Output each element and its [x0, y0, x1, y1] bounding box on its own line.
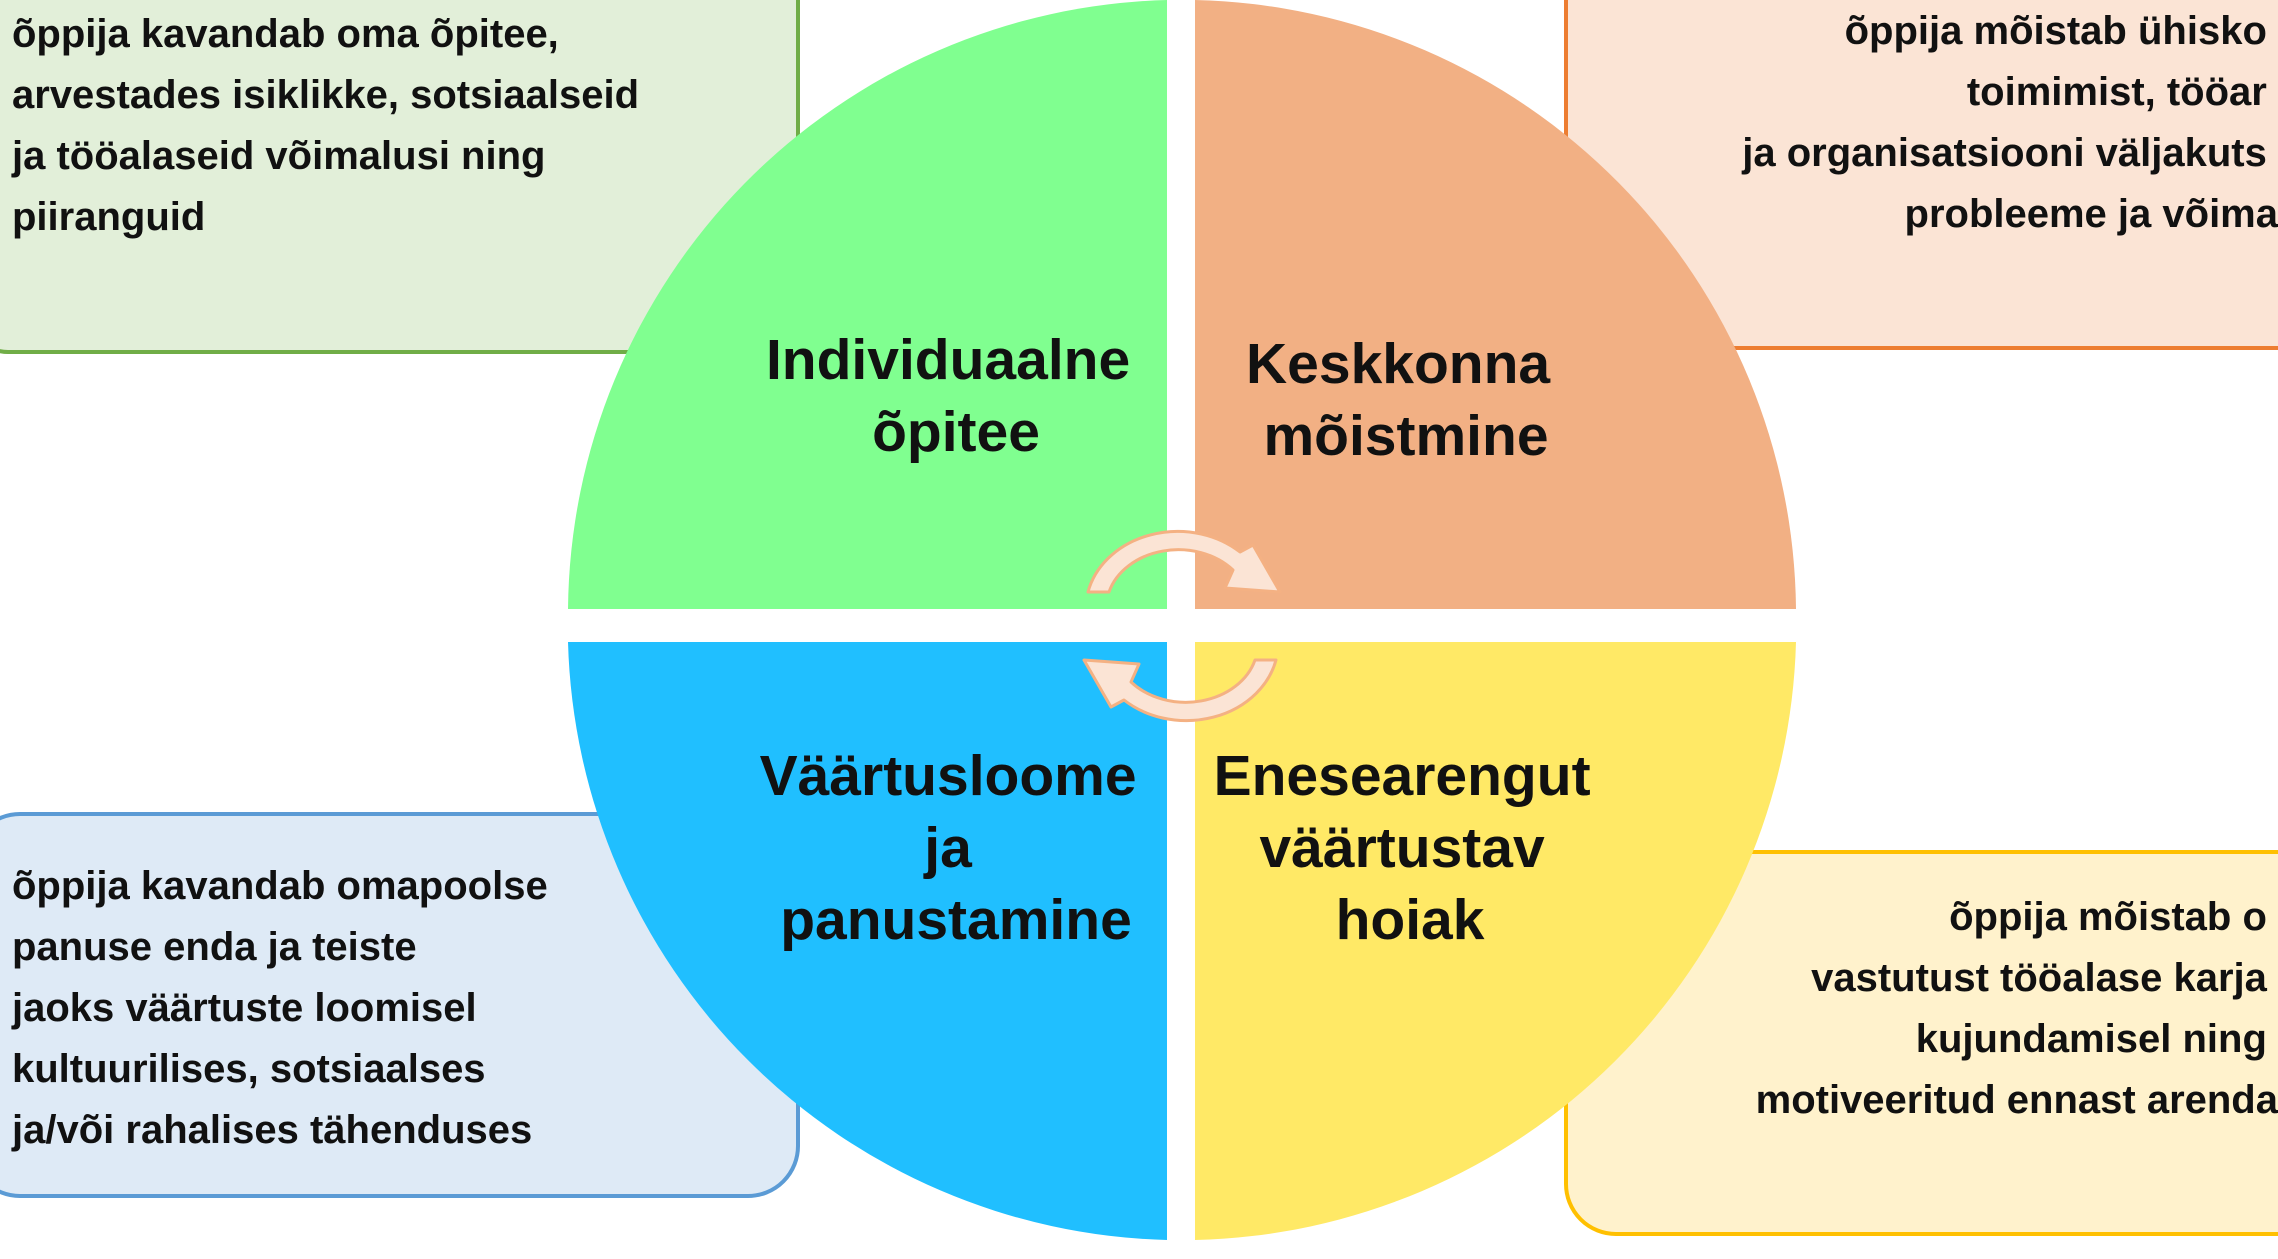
box-top-left-line: ja tööalaseid võimalusi ning: [11, 134, 545, 178]
quadrant-label-line: hoiak: [1336, 888, 1485, 952]
box-bottom-left-text: õppija kavandab omapoolse panuse enda ja…: [11, 864, 559, 1152]
box-bottom-right-line: kujundamisel ning: [1916, 1017, 2267, 1061]
box-bottom-right-line: vastutust tööalase karja: [1811, 956, 2267, 1000]
quadrant-label-line: Individuaalne: [766, 328, 1130, 392]
box-top-left-line: arvestades isiklikke, sotsiaalseid: [12, 73, 639, 117]
box-top-left-line: õppija kavandab oma õpitee,: [12, 12, 559, 56]
box-bottom-right: õppija mõistab o vastutust tööalase karj…: [1564, 850, 2278, 1236]
box-bottom-left-line: ja/või rahalises tähenduses: [11, 1108, 532, 1152]
quadrant-label-line: mõistmine: [1263, 404, 1548, 468]
cycle-arrows: [1082, 529, 1282, 723]
box-top-right: õppija mõistab ühisko toimimist, tööar j…: [1564, 0, 2278, 350]
box-bottom-right-text: õppija mõistab o vastutust tööalase karj…: [1756, 895, 2278, 1122]
box-bottom-right-line: motiveeritud ennast arenda: [1756, 1078, 2278, 1122]
box-top-right-line: toimimist, tööar: [1967, 70, 2267, 114]
quadrant-top-right-label: Keskkonna mõistmine: [1246, 332, 1566, 468]
quadrant-label-line: panustamine: [780, 888, 1132, 952]
box-bottom-left: õppija kavandab omapoolse panuse enda ja…: [0, 812, 800, 1198]
quadrant-top-left-label: Individuaalne õpitee: [766, 328, 1146, 464]
quadrant-label-line: väärtustav: [1259, 816, 1544, 880]
box-bottom-left-line: jaoks väärtuste loomisel: [11, 986, 477, 1030]
quadrant-top-left: [568, 0, 1167, 609]
quadrant-label-line: Enesearengut: [1214, 744, 1591, 808]
box-top-left-text: õppija kavandab oma õpitee, arvestades i…: [11, 12, 650, 239]
quadrant-bottom-right: [1195, 642, 1796, 1240]
box-bottom-left-line: panuse enda ja teiste: [12, 925, 417, 969]
cycle-arrow-top-icon: [1086, 529, 1282, 594]
quadrant-label-line: Keskkonna: [1246, 332, 1551, 396]
cycle-arrow-bottom-icon: [1082, 658, 1278, 723]
box-top-right-line: ja organisatsiooni väljakuts: [1741, 131, 2267, 175]
box-top-right-line: probleeme ja võima: [1905, 192, 2278, 236]
box-top-left: õppija kavandab oma õpitee, arvestades i…: [0, 0, 800, 354]
box-top-left-line: piiranguid: [12, 195, 205, 239]
quadrant-label-line: õpitee: [872, 400, 1040, 464]
box-top-right-line: õppija mõistab ühisko: [1845, 9, 2267, 53]
box-bottom-left-line: kultuurilises, sotsiaalses: [12, 1047, 486, 1091]
quadrant-top-right: [1195, 0, 1796, 609]
quadrant-bottom-left-label: Väärtusloome ja panustamine: [760, 744, 1153, 952]
quadrant-bottom-left: [568, 642, 1167, 1240]
box-bottom-left-line: õppija kavandab omapoolse: [12, 864, 548, 908]
box-top-right-text: õppija mõistab ühisko toimimist, tööar j…: [1741, 9, 2278, 236]
box-bottom-right-line: õppija mõistab o: [1949, 895, 2267, 939]
quadrant-bottom-right-label: Enesearengut väärtustav hoiak: [1214, 744, 1607, 952]
quadrant-label-line: ja: [923, 816, 973, 880]
quadrant-label-line: Väärtusloome: [760, 744, 1137, 808]
